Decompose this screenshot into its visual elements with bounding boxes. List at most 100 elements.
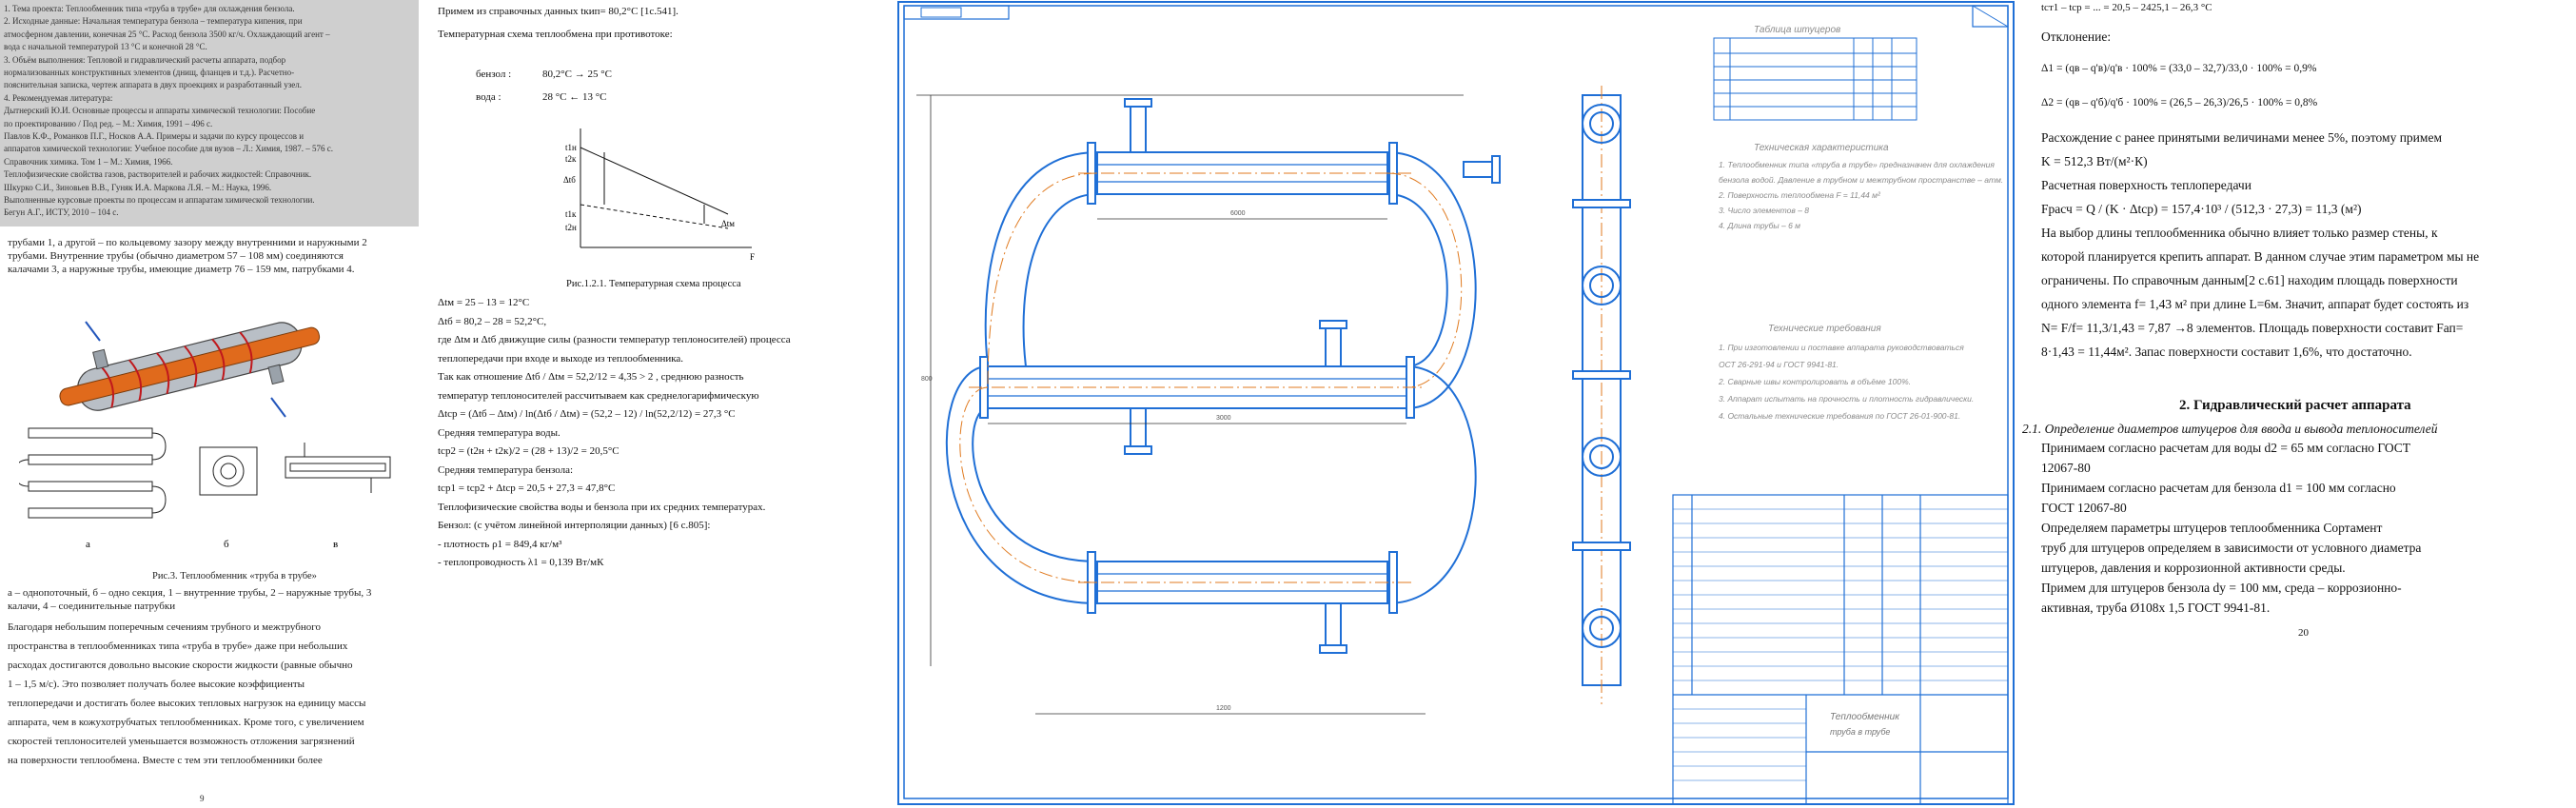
requirement-line: 2. Сварные швы контролировать в объёме 1… bbox=[1719, 377, 1912, 386]
calc-line: где Δtм и Δtб движущие силы (разности те… bbox=[438, 334, 791, 345]
table-title: Таблица штуцеров bbox=[1754, 25, 1841, 35]
body-line: Благодаря небольшим поперечным сечениям … bbox=[8, 621, 321, 633]
section-title: 2. Гидравлический расчет аппарата bbox=[2179, 398, 2411, 413]
delta1-formula: Δ1 = (qв – q'в)/q'в · 100% = (33,0 – 32,… bbox=[2041, 63, 2317, 74]
calc-line: Бензол: (с учётом линейной интерполяции … bbox=[438, 520, 711, 531]
page-number: 9 bbox=[200, 794, 205, 803]
text-line: ГОСТ 12067-80 bbox=[2041, 501, 2127, 515]
label-t2n: t2н bbox=[565, 223, 577, 232]
calc-line: Теплофизические свойства воды и бензола … bbox=[438, 501, 766, 513]
page-number: 20 bbox=[2298, 627, 2309, 639]
scan-line: атмосферном давлении, конечная 25 °С. Ра… bbox=[4, 29, 330, 39]
calc-line: Средняя температура воды. bbox=[438, 426, 560, 439]
calc-line: tср1 = tср2 + Δtср = 20,5 + 27,3 = 47,8°… bbox=[438, 483, 616, 494]
body-line: скоростей теплоносителей уменьшается воз… bbox=[8, 736, 355, 747]
requirement-line: 4. Остальные технические требования по Г… bbox=[1719, 411, 1961, 421]
label-t2k: t2к bbox=[565, 154, 577, 164]
drawing-sheet: 6000 3000 1200 800 bbox=[897, 1, 2015, 805]
calculation-page-right: tст1 – tср = ... = 20,5 – 2425,1 – 26,3 … bbox=[2022, 0, 2576, 808]
scan-line: Бегун А.Г., ИСТУ, 2010 – 104 с. bbox=[4, 207, 119, 218]
calc-line: Δtм = 25 – 13 = 12°С bbox=[438, 297, 530, 308]
deviation-label: Отклонение: bbox=[2041, 30, 2112, 44]
scan-line: пояснительная записка, чертеж аппарата в… bbox=[4, 80, 303, 90]
calc-line: tср2 = (t2н + t2к)/2 = (28 + 13)/2 = 20,… bbox=[438, 445, 619, 457]
text-line: Определяем параметры штуцеров теплообмен… bbox=[2041, 521, 2383, 535]
requirement-line: ОСТ 26-291-94 и ГОСТ 9941-81. bbox=[1719, 360, 1839, 369]
scan-line: Дытнерский Ю.И. Основные процессы и аппа… bbox=[4, 106, 316, 116]
legend-line: калачи, 4 – соединительные патрубки bbox=[8, 601, 176, 612]
text-line: Принимаем согласно расчетам для воды d2 … bbox=[2041, 441, 2411, 455]
text-line: 12067-80 bbox=[2041, 461, 2091, 475]
intro-line: трубами. Внутренние трубы (обычно диамет… bbox=[8, 250, 344, 262]
tech-line: 2. Поверхность теплообмена F = 11,44 м² bbox=[1719, 190, 1880, 200]
calc-line: Средняя температура бензола: bbox=[438, 463, 574, 476]
text-line: K = 512,3 Вт/(м²·К) bbox=[2041, 154, 2148, 168]
dimension-label: 6000 bbox=[1230, 210, 1246, 217]
calc-line: температур теплоносителей рассчитываем к… bbox=[438, 389, 759, 402]
reference-line: Примем из справочных данных tкип= 80,2°С… bbox=[438, 6, 678, 17]
scan-line: Справочник химика. Том 1 – М.: Химия, 19… bbox=[4, 156, 173, 167]
tech-line: бензола водой. Давление в трубном и межт… bbox=[1719, 175, 2004, 185]
stamp-subtitle: труба в трубе bbox=[1830, 727, 1891, 737]
text-line: Расчетная поверхность теплопередачи bbox=[2041, 178, 2252, 192]
engineering-drawing: 6000 3000 1200 800 bbox=[893, 0, 2022, 808]
text-line: Fрасч = Q / (K · Δtср) = 157,4·10³ / (51… bbox=[2041, 202, 2362, 216]
calc-line: - теплопроводность λ1 = 0,139 Вт/мК bbox=[438, 557, 604, 568]
figure-label-b: б bbox=[224, 539, 229, 550]
label-t1n: t1н bbox=[565, 143, 577, 152]
text-line: Расхождение с ранее принятыми величинами… bbox=[2041, 130, 2442, 145]
delta2-formula: Δ2 = (qв – q'б)/q'б · 100% = (26,5 – 26,… bbox=[2041, 97, 2318, 108]
body-line: на поверхности теплообмена. Вместе с тем… bbox=[8, 755, 323, 766]
scan-line: Выполненные курсовые проекты по процесса… bbox=[4, 195, 315, 205]
text-line: Примем для штуцеров бензола dy = 100 мм,… bbox=[2041, 581, 2402, 595]
scan-line: 3. Объём выполнения: Тепловой и гидравли… bbox=[4, 54, 286, 65]
calculation-page: Примем из справочных данных tкип= 80,2°С… bbox=[419, 0, 885, 808]
text-line: одного элемента f= 1,43 м² при длине L=6… bbox=[2041, 297, 2469, 311]
scan-line: 4. Рекомендуемая литература: bbox=[4, 92, 113, 103]
tech-line: 4. Длина трубы – 6 м bbox=[1719, 221, 1800, 230]
requirement-line: 1. При изготовлении и поставке аппарата … bbox=[1719, 343, 1964, 352]
scan-line: 1. Тема проекта: Теплообменник типа «тру… bbox=[4, 4, 295, 13]
heat-exchanger-illustration bbox=[59, 321, 321, 418]
scan-line: Павлов К.Ф., Романков П.Г., Носков А.А. … bbox=[4, 131, 305, 141]
scan-line: вода с начальной температурой 13 °С и ко… bbox=[4, 42, 207, 52]
scan-line: по проектированию / Под ред. – М.: Химия… bbox=[4, 118, 213, 128]
dimension-label: 1200 bbox=[1216, 705, 1231, 712]
label-dtm: Δtм bbox=[721, 219, 735, 228]
exchanger-schematics: а б в bbox=[19, 427, 391, 550]
intro-line: калачами 3, а наружные трубы, имеющие ди… bbox=[8, 264, 355, 275]
label-F: F bbox=[750, 252, 755, 262]
text-line: Принимаем согласно расчетам для бензола … bbox=[2041, 481, 2396, 495]
text-line: которой планируется крепить аппарат. В д… bbox=[2041, 249, 2480, 264]
calc-line: теплопередачи при входе и выходе из тепл… bbox=[438, 352, 684, 365]
figure-label-c: в bbox=[333, 539, 338, 550]
text-line: штуцеров, давления и коррозионной активн… bbox=[2041, 561, 2346, 575]
water-label: вода : bbox=[476, 91, 501, 103]
temperature-diagram: t1н t2к Δtб t1к t2н Δtм F bbox=[563, 128, 755, 262]
text-line: труб для штуцеров определяем в зависимос… bbox=[2041, 541, 2422, 555]
water-values: 28 °С ← 13 °С bbox=[542, 91, 607, 103]
text-line: активная, труба Ø108х 1,5 ГОСТ 9941-81. bbox=[2041, 601, 2271, 615]
tech-line: 3. Число элементов – 8 bbox=[1719, 206, 1810, 215]
text-line: ограничены. По справочным данным[2 с.61]… bbox=[2041, 273, 2458, 287]
scanned-assignment: 1. Тема проекта: Теплообменник типа «тру… bbox=[0, 0, 419, 227]
stamp-title: Теплообменник bbox=[1830, 712, 1899, 722]
body-line: расходах достигаются довольно высокие ск… bbox=[8, 660, 353, 671]
wall-temp-line: tст1 – tср = ... = 20,5 – 2425,1 – 26,3 … bbox=[2041, 2, 2212, 13]
subsection-title: 2.1. Определение диаметров штуцеров для … bbox=[2022, 422, 2438, 436]
calc-line: - плотность ρ1 = 849,4 кг/м³ bbox=[438, 538, 562, 550]
scan-line: нормализованных конструктивных элементов… bbox=[4, 68, 295, 77]
dimension-label: 800 bbox=[921, 376, 933, 383]
scan-line: аппаратов химической технологии: Учебное… bbox=[4, 144, 333, 154]
label-dtb: Δtб bbox=[563, 175, 576, 185]
tech-line: 1. Теплообменник типа «труба в трубе» пр… bbox=[1719, 160, 1995, 169]
calc-line: Δtср = (Δtб – Δtм) / ln(Δtб / Δtм) = (52… bbox=[438, 408, 736, 420]
requirement-line: 3. Аппарат испытать на прочность и плотн… bbox=[1719, 394, 1975, 404]
benzene-label: бензол : bbox=[476, 69, 512, 80]
intro-line: трубами 1, а другой – по кольцевому зазо… bbox=[8, 237, 367, 248]
textbook-page-left: 1. Тема проекта: Теплообменник типа «тру… bbox=[0, 0, 419, 808]
scan-line: Теплофизические свойства газов, раствори… bbox=[4, 169, 312, 180]
text-line: На выбор длины теплообменника обычно вли… bbox=[2041, 226, 2438, 240]
text-line: 8·1,43 = 11,44м². Запас поверхности сост… bbox=[2041, 345, 2412, 359]
benzene-values: 80,2°С → 25 °С bbox=[542, 69, 612, 80]
